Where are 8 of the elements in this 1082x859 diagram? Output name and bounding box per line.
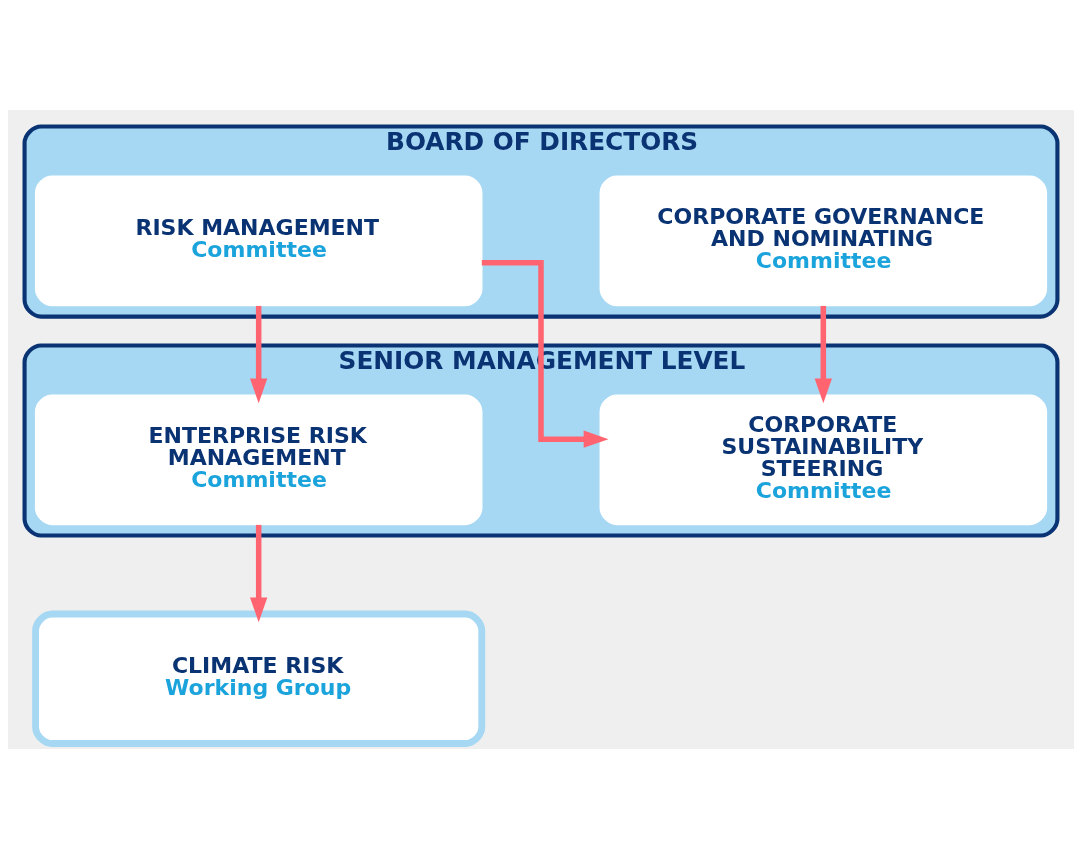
node-box: CORPORATE GOVERNANCE AND NOMINATING Committee xyxy=(599,175,1048,307)
arrow xyxy=(249,524,268,623)
arrow xyxy=(249,305,268,404)
node-box: CORPORATE SUSTAINABILITY STEERING Committee xyxy=(599,394,1048,526)
node-box: RISK MANAGEMENT Committee xyxy=(34,175,483,307)
node-box: CLIMATE RISK Working Group xyxy=(32,610,486,747)
arrow xyxy=(814,305,833,404)
node-box: ENTERPRISE RISK MANAGEMENT Committee xyxy=(34,394,483,526)
